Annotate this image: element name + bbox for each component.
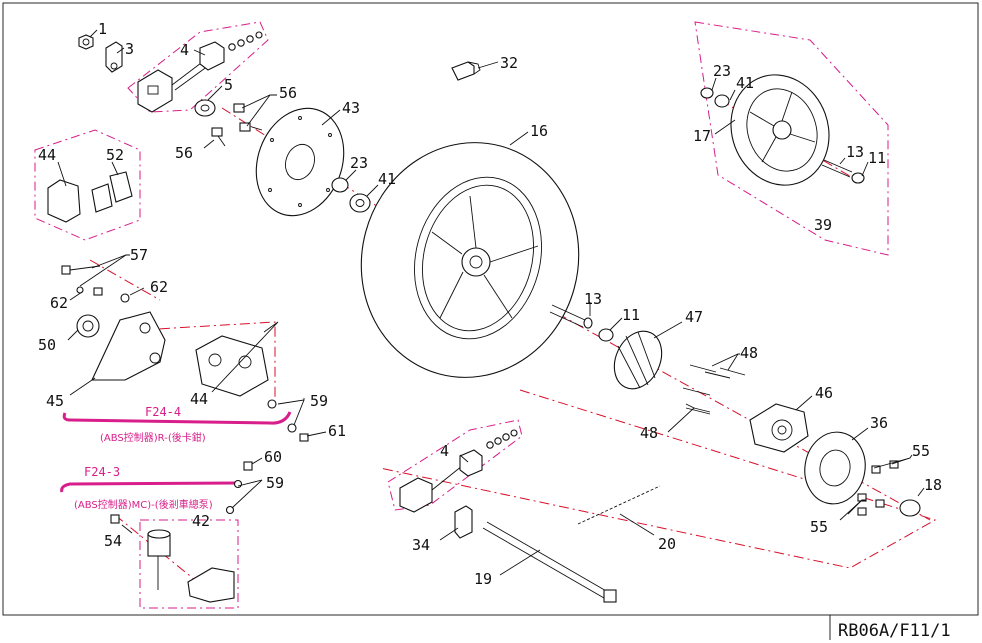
callout-50: 50 <box>38 336 56 354</box>
part-collar-5 <box>194 99 216 117</box>
callout-41-b: 41 <box>736 74 754 92</box>
hose-labels: F24-4 (ABS控制器)R-(後卡鉗) F24-3 (ABS控制器)MC)-… <box>74 405 213 511</box>
callout-4-lower: 4 <box>440 442 449 460</box>
part-caliper-44-pads-52 <box>47 171 133 223</box>
callout-47: 47 <box>685 308 703 326</box>
part-bolt-54 <box>110 514 120 524</box>
part-collar-18 <box>899 499 921 517</box>
callout-34: 34 <box>412 536 430 554</box>
part-adjuster-4-lower <box>399 429 518 513</box>
group-outlines <box>34 21 889 609</box>
part-fitting-60-59 <box>225 461 253 515</box>
part-chain-20 <box>577 485 661 525</box>
callout-59-a: 59 <box>310 392 328 410</box>
part-rear-tyre-16 <box>360 142 580 378</box>
callout-32: 32 <box>500 54 518 72</box>
callout-60: 60 <box>264 448 282 466</box>
hose-f24-3-code: F24-3 <box>84 465 120 479</box>
callout-36: 36 <box>870 414 888 432</box>
callout-52: 52 <box>106 146 124 164</box>
callout-3: 3 <box>125 40 134 58</box>
part-adjuster-4-upper <box>137 31 263 113</box>
callout-17: 17 <box>693 127 711 145</box>
hose-f24-4 <box>62 411 292 425</box>
callout-42: 42 <box>192 512 210 530</box>
hose-f24-3 <box>60 481 239 493</box>
callout-54: 54 <box>104 532 122 550</box>
callout-16: 16 <box>530 122 548 140</box>
part-caliper-44 <box>195 335 277 409</box>
part-master-cylinder-42 <box>147 529 235 603</box>
callout-57: 57 <box>130 246 148 264</box>
drawing-code: RB06A/F11/1 <box>838 621 951 641</box>
callout-55-b: 55 <box>810 518 828 536</box>
part-caliper-bracket-45 <box>91 311 166 381</box>
part-axle-sleeve-13-collar-11 <box>549 304 614 342</box>
part-bracket-3 <box>105 41 123 73</box>
callout-43: 43 <box>342 99 360 117</box>
callout-23-b: 23 <box>713 62 731 80</box>
callout-48-b: 48 <box>640 424 658 442</box>
hose-f24-4-desc: (ABS控制器)R-(後卡鉗) <box>100 431 206 444</box>
part-washer-59-61 <box>287 423 309 442</box>
callout-62-a: 62 <box>50 294 68 312</box>
part-damper-47 <box>613 330 663 390</box>
hose-f24-3-desc: (ABS控制器)MC)-(後剎車總泵) <box>74 498 213 511</box>
callout-41-a: 41 <box>378 170 396 188</box>
callout-44-a: 44 <box>38 146 56 164</box>
callout-59-b: 59 <box>266 474 284 492</box>
callout-18: 18 <box>924 476 942 494</box>
part-nuts-55 <box>857 460 899 516</box>
callout-61: 61 <box>328 422 346 440</box>
part-bolts-56 <box>211 103 263 147</box>
part-bolts-57-62 <box>61 265 130 303</box>
part-brake-disc-43 <box>255 107 345 217</box>
callout-13-a: 13 <box>846 143 864 161</box>
callout-13-b: 13 <box>584 290 602 308</box>
hose-f24-4-code: F24-4 <box>145 405 181 419</box>
leader-lines <box>57 29 925 576</box>
part-collar-23-41-spare <box>700 87 730 108</box>
part-sprocket-36 <box>804 431 866 505</box>
part-collar-50 <box>76 314 100 338</box>
callout-45: 45 <box>46 392 64 410</box>
part-collar-23-41 <box>331 177 371 213</box>
callout-4-upper: 4 <box>180 41 189 59</box>
part-bracket-34 <box>454 505 473 539</box>
callout-62-b: 62 <box>150 278 168 296</box>
callout-1: 1 <box>98 20 107 38</box>
callout-55-a: 55 <box>912 442 930 460</box>
callout-11-a: 11 <box>868 149 886 167</box>
part-nut-1 <box>78 34 94 50</box>
part-axle-sleeve-13-11-spare <box>821 159 865 184</box>
callout-56-a: 56 <box>279 84 297 102</box>
callout-23-a: 23 <box>350 154 368 172</box>
callout-46: 46 <box>815 384 833 402</box>
part-spare-wheel-17 <box>730 74 830 186</box>
part-bolts-48 <box>682 364 746 415</box>
callout-56-b: 56 <box>175 144 193 162</box>
callout-44-b: 44 <box>190 390 208 408</box>
part-hub-46 <box>749 403 809 453</box>
part-axle-19 <box>482 521 617 603</box>
callout-20: 20 <box>658 535 676 553</box>
callout-11-b: 11 <box>622 306 640 324</box>
part-fitting-32 <box>451 61 481 81</box>
callout-39: 39 <box>814 216 832 234</box>
callout-19: 19 <box>474 570 492 588</box>
callout-48-a: 48 <box>740 344 758 362</box>
callout-numbers: 1 3 4 5 56 56 43 32 16 23 41 23 41 17 13… <box>38 20 942 588</box>
callout-5: 5 <box>224 76 233 94</box>
